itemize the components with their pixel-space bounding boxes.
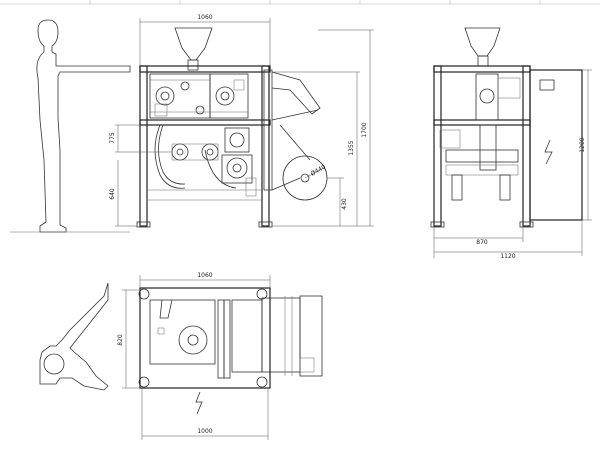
side-view-machine	[430, 27, 583, 228]
side-height-label: 1200	[579, 137, 586, 152]
front-height-total-label: 1700	[361, 122, 368, 137]
roll-diameter-label: Ø440	[310, 163, 328, 177]
human-figure-standing	[10, 19, 131, 233]
top-view-dimensions: 1060 1000 820	[117, 272, 271, 440]
front-height-bottom-label: 430	[341, 198, 348, 210]
sheet-top-border	[0, 0, 600, 5]
top-view-machine	[138, 287, 323, 415]
front-width-label: 1060	[197, 14, 212, 21]
front-height-table-label: 1355	[348, 140, 355, 155]
side-view-dimensions: 870 1120 1200	[433, 69, 592, 260]
side-base-width-label: 870	[476, 239, 488, 246]
top-width-top-label: 1060	[197, 272, 212, 279]
front-view-machine	[136, 27, 328, 228]
side-overall-width-label: 1120	[500, 253, 515, 260]
front-height-inner-label: 775	[109, 132, 116, 144]
top-width-bottom-label: 1000	[197, 428, 212, 435]
human-figure-top-view	[39, 282, 109, 391]
front-height-low-label: 640	[109, 188, 116, 200]
top-depth-label: 820	[117, 334, 124, 346]
